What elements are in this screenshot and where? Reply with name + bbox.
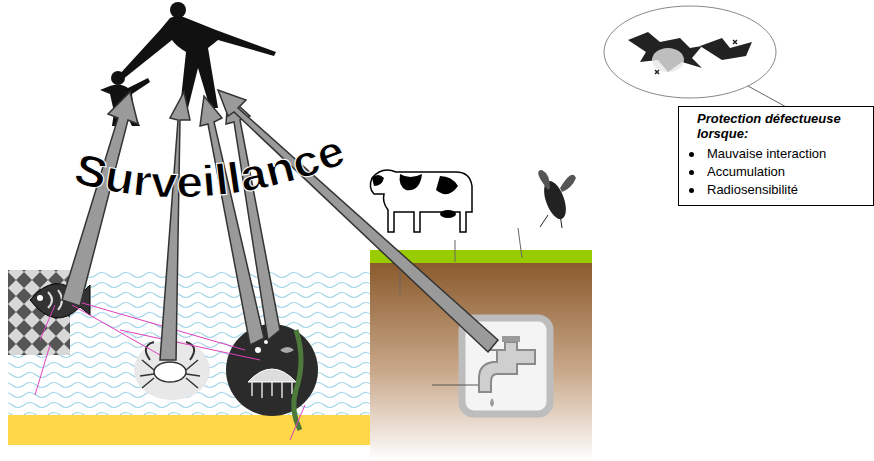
water: [8, 270, 370, 420]
bullet-text: Radiosensibilité: [707, 182, 798, 197]
box-heading: Protection défectueuse lorsque:: [697, 111, 867, 141]
seabed-icon: [226, 324, 318, 430]
bullet-dot: [689, 152, 694, 157]
microbe-ellipse: [604, 6, 776, 98]
sand: [8, 415, 370, 445]
soil: [370, 262, 592, 461]
bullet-item: Accumulation: [685, 163, 867, 181]
bullet-dot: [689, 170, 694, 175]
surveillance-arrows: [62, 90, 498, 360]
surveillance-text-holder: Surveillance: [70, 125, 351, 207]
microbe-icon: ​: [628, 32, 752, 78]
leader-line: [518, 228, 522, 258]
leader-line: [455, 240, 456, 262]
bullet-text: Mauvaise interaction: [707, 146, 826, 161]
bullet-text: Accumulation: [707, 164, 785, 179]
fly-icon: [538, 170, 576, 228]
leader-line: [432, 385, 478, 386]
bullet-item: Mauvaise interaction: [685, 145, 867, 163]
note-box: Protection défectueuse lorsque: Mauvaise …: [678, 106, 874, 206]
bullet-item: Radiosensibilité: [685, 181, 867, 199]
surveillance-label: Surveillance: [70, 125, 351, 207]
bullet-dot: [689, 188, 694, 193]
cow-icon: [370, 170, 472, 232]
leader-line: [748, 86, 788, 108]
leader-line: [35, 345, 50, 395]
